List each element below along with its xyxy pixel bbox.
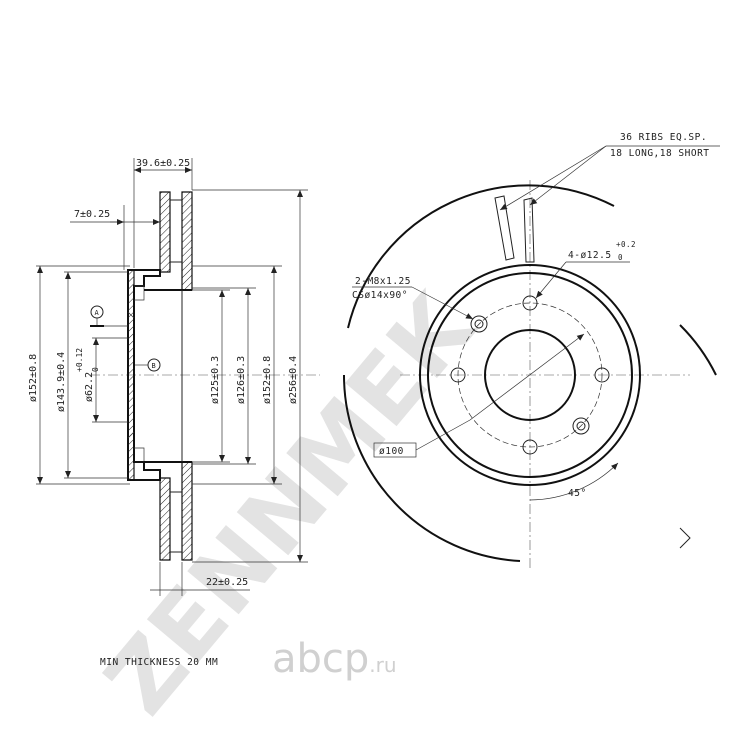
disc-outer-arc-bottom bbox=[342, 374, 521, 562]
hat-profile bbox=[127, 269, 161, 481]
threaded-hole-2 bbox=[572, 417, 590, 435]
hat-inner-circle bbox=[427, 272, 633, 478]
dim-d152-left: ø152±0.8 bbox=[28, 354, 39, 402]
dim-overall-width: 39.6±0.25 bbox=[136, 158, 190, 169]
bolt-hole-left bbox=[450, 367, 466, 383]
dim-d152-right: ø152±0.8 bbox=[262, 356, 273, 404]
thread-line1: 2-M8x1.25 bbox=[355, 276, 411, 287]
front-view: 36 RIBS EQ.SP. 18 LONG,18 SHORT 4-ø12.5 … bbox=[342, 132, 720, 570]
dim-d256: ø256±0.4 bbox=[288, 356, 299, 404]
bolt-hole-top bbox=[522, 295, 538, 311]
section-marker bbox=[679, 527, 691, 549]
datum-a-label: A bbox=[95, 309, 100, 317]
pcd-label: ø100 bbox=[379, 446, 404, 457]
dim-hat-thickness: 7±0.25 bbox=[74, 209, 110, 220]
hat-outer-circle bbox=[419, 264, 641, 486]
ribs-line1: 36 RIBS EQ.SP. bbox=[620, 132, 707, 143]
thread-line2: CSø14x90° bbox=[352, 290, 408, 301]
watermark-site: abcp.ru bbox=[272, 636, 397, 682]
min-thickness-note: MIN THICKNESS 20 MM bbox=[100, 657, 218, 668]
disc-outer-arc-right bbox=[679, 324, 717, 376]
bolt-tol-upper: +0.2 bbox=[616, 240, 636, 249]
angle-label: 45° bbox=[568, 488, 587, 499]
datum-b-label: B bbox=[152, 362, 156, 370]
dim-d62: ø62.2 bbox=[84, 372, 95, 402]
bolt-hole-bottom bbox=[522, 439, 538, 455]
disc-outer-arc-top bbox=[347, 184, 615, 329]
pcd-circle bbox=[457, 302, 603, 448]
angle-arc bbox=[529, 462, 619, 501]
dim-d126: ø126±0.3 bbox=[236, 356, 247, 404]
dim-disc-thickness: 22±0.25 bbox=[206, 577, 248, 588]
rib-long bbox=[494, 195, 515, 261]
threaded-hole-1 bbox=[470, 315, 488, 333]
dim-d125: ø125±0.3 bbox=[210, 356, 221, 404]
bolt-tol-lower: 0 bbox=[618, 253, 623, 262]
dim-d143: ø143.9±0.4 bbox=[56, 352, 67, 412]
dim-d62-tol-upper: +0.12 bbox=[75, 348, 84, 372]
section-view: 39.6±0.25 7±0.25 22±0.25 ø152±0.8 ø143.9… bbox=[28, 158, 320, 596]
bolt-hole-right bbox=[594, 367, 610, 383]
bolt-holes-label: 4-ø12.5 bbox=[568, 250, 612, 261]
watermark-site-main: abcp bbox=[272, 636, 369, 682]
disc-rings bbox=[144, 191, 193, 561]
watermark-site-tld: .ru bbox=[369, 653, 396, 677]
center-bore bbox=[484, 329, 576, 421]
dim-d62-tol-lower: 0 bbox=[91, 367, 100, 372]
rib-short bbox=[523, 197, 535, 263]
ribs-line2: 18 LONG,18 SHORT bbox=[610, 148, 710, 159]
